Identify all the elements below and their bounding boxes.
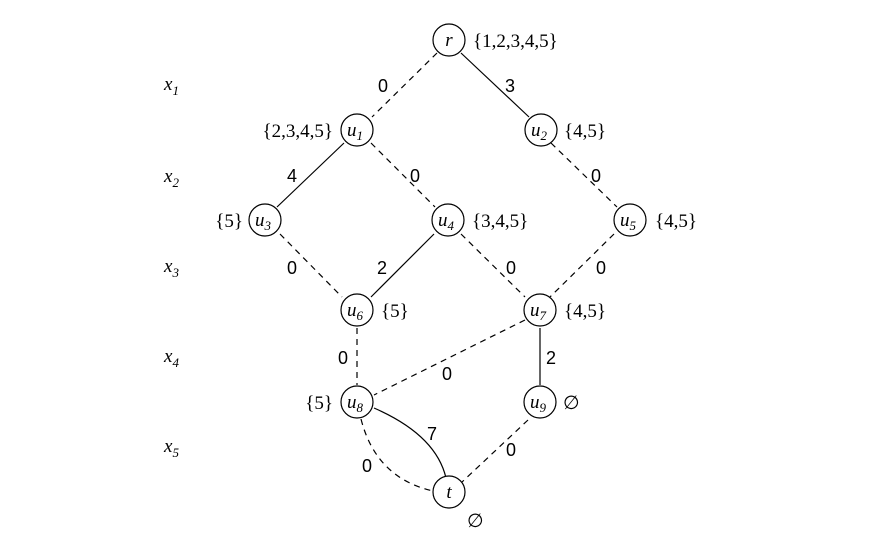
node-label-u8: u8	[347, 392, 364, 415]
edge-u9-t	[461, 419, 529, 483]
weight-u1-u3: 4	[287, 166, 297, 186]
variable-label-x5: x5	[163, 436, 179, 460]
variable-label-x4: x4	[163, 346, 179, 370]
node-set-u8: {5}	[305, 393, 333, 414]
weight-r-u2: 3	[505, 76, 515, 96]
weight-u7-u9: 2	[546, 348, 556, 368]
node-u2: u2 {4,5}	[524, 113, 606, 147]
edge-u4-u6	[370, 233, 435, 298]
edge-u5-u7	[549, 233, 615, 298]
node-label-u5: u5	[620, 210, 637, 233]
edge-u4-u7	[460, 233, 526, 298]
node-u7: u7 {4,5}	[523, 293, 606, 327]
edge-u2-u5	[550, 142, 618, 208]
node-set-u7: {4,5}	[564, 301, 606, 322]
edge-weights: 0 3 4 0 0 0 2 0 0 0 0 2 0 7 0	[287, 76, 606, 476]
edges	[276, 52, 618, 492]
weight-u5-u7: 0	[596, 258, 606, 278]
node-label-u7: u7	[530, 300, 547, 323]
variable-label-x2: x2	[163, 166, 179, 190]
weight-r-u1: 0	[378, 76, 388, 96]
weight-u1-u4: 0	[410, 166, 420, 186]
node-label-u9: u9	[530, 392, 547, 415]
node-label-t: t	[446, 482, 452, 503]
edge-r-u1	[371, 52, 438, 118]
weight-u7-u8: 0	[442, 364, 452, 384]
weight-u9-t: 0	[506, 440, 516, 460]
weight-u8-t-dashed: 0	[362, 456, 372, 476]
node-set-u4: {3,4,5}	[472, 211, 528, 232]
node-label-u3: u3	[255, 210, 272, 233]
node-u8: u8 {5}	[305, 385, 374, 419]
weight-u2-u5: 0	[591, 166, 601, 186]
weight-u4-u6: 2	[377, 258, 387, 278]
node-u5: u5 {4,5}	[613, 203, 697, 237]
edge-r-u2	[460, 52, 530, 118]
weight-u3-u6: 0	[287, 258, 297, 278]
node-u4: u4 {3,4,5}	[431, 203, 528, 237]
node-set-u2: {4,5}	[564, 121, 606, 142]
weight-u4-u7: 0	[506, 258, 516, 278]
edge-u8-t-solid	[373, 407, 447, 479]
variable-labels: x1 x2 x3 x4 x5	[163, 74, 179, 460]
node-set-u9: ∅	[563, 393, 580, 414]
node-t: t ∅	[432, 475, 484, 532]
node-set-u5: {4,5}	[655, 211, 697, 232]
node-label-u1: u1	[347, 120, 363, 143]
edge-u1-u4	[370, 142, 436, 208]
edge-u3-u6	[279, 233, 343, 298]
node-set-u6: {5}	[381, 301, 409, 322]
node-set-u3: {5}	[215, 211, 243, 232]
node-label-r: r	[445, 30, 453, 51]
node-set-r: {1,2,3,4,5}	[473, 31, 558, 52]
node-label-u4: u4	[438, 210, 455, 233]
node-label-u2: u2	[531, 120, 548, 143]
node-u6: u6 {5}	[340, 293, 409, 327]
edge-u1-u3	[276, 142, 345, 208]
node-u1: u1 {2,3,4,5}	[263, 113, 374, 147]
node-label-u6: u6	[347, 300, 364, 323]
variable-label-x3: x3	[163, 256, 179, 280]
edge-u8-t-dashed	[360, 418, 434, 492]
node-u3: u3 {5}	[215, 203, 282, 237]
weight-u6-u8: 0	[338, 348, 348, 368]
node-set-t: ∅	[467, 511, 484, 532]
variable-label-x1: x1	[163, 74, 179, 98]
node-u9: u9 ∅	[523, 385, 580, 419]
weight-u8-t-solid: 7	[427, 424, 437, 444]
node-set-u1: {2,3,4,5}	[263, 121, 334, 142]
nodes: r {1,2,3,4,5} u1 {2,3,4,5} u2 {4,5} u3 {…	[215, 23, 697, 532]
node-r: r {1,2,3,4,5}	[432, 23, 558, 57]
